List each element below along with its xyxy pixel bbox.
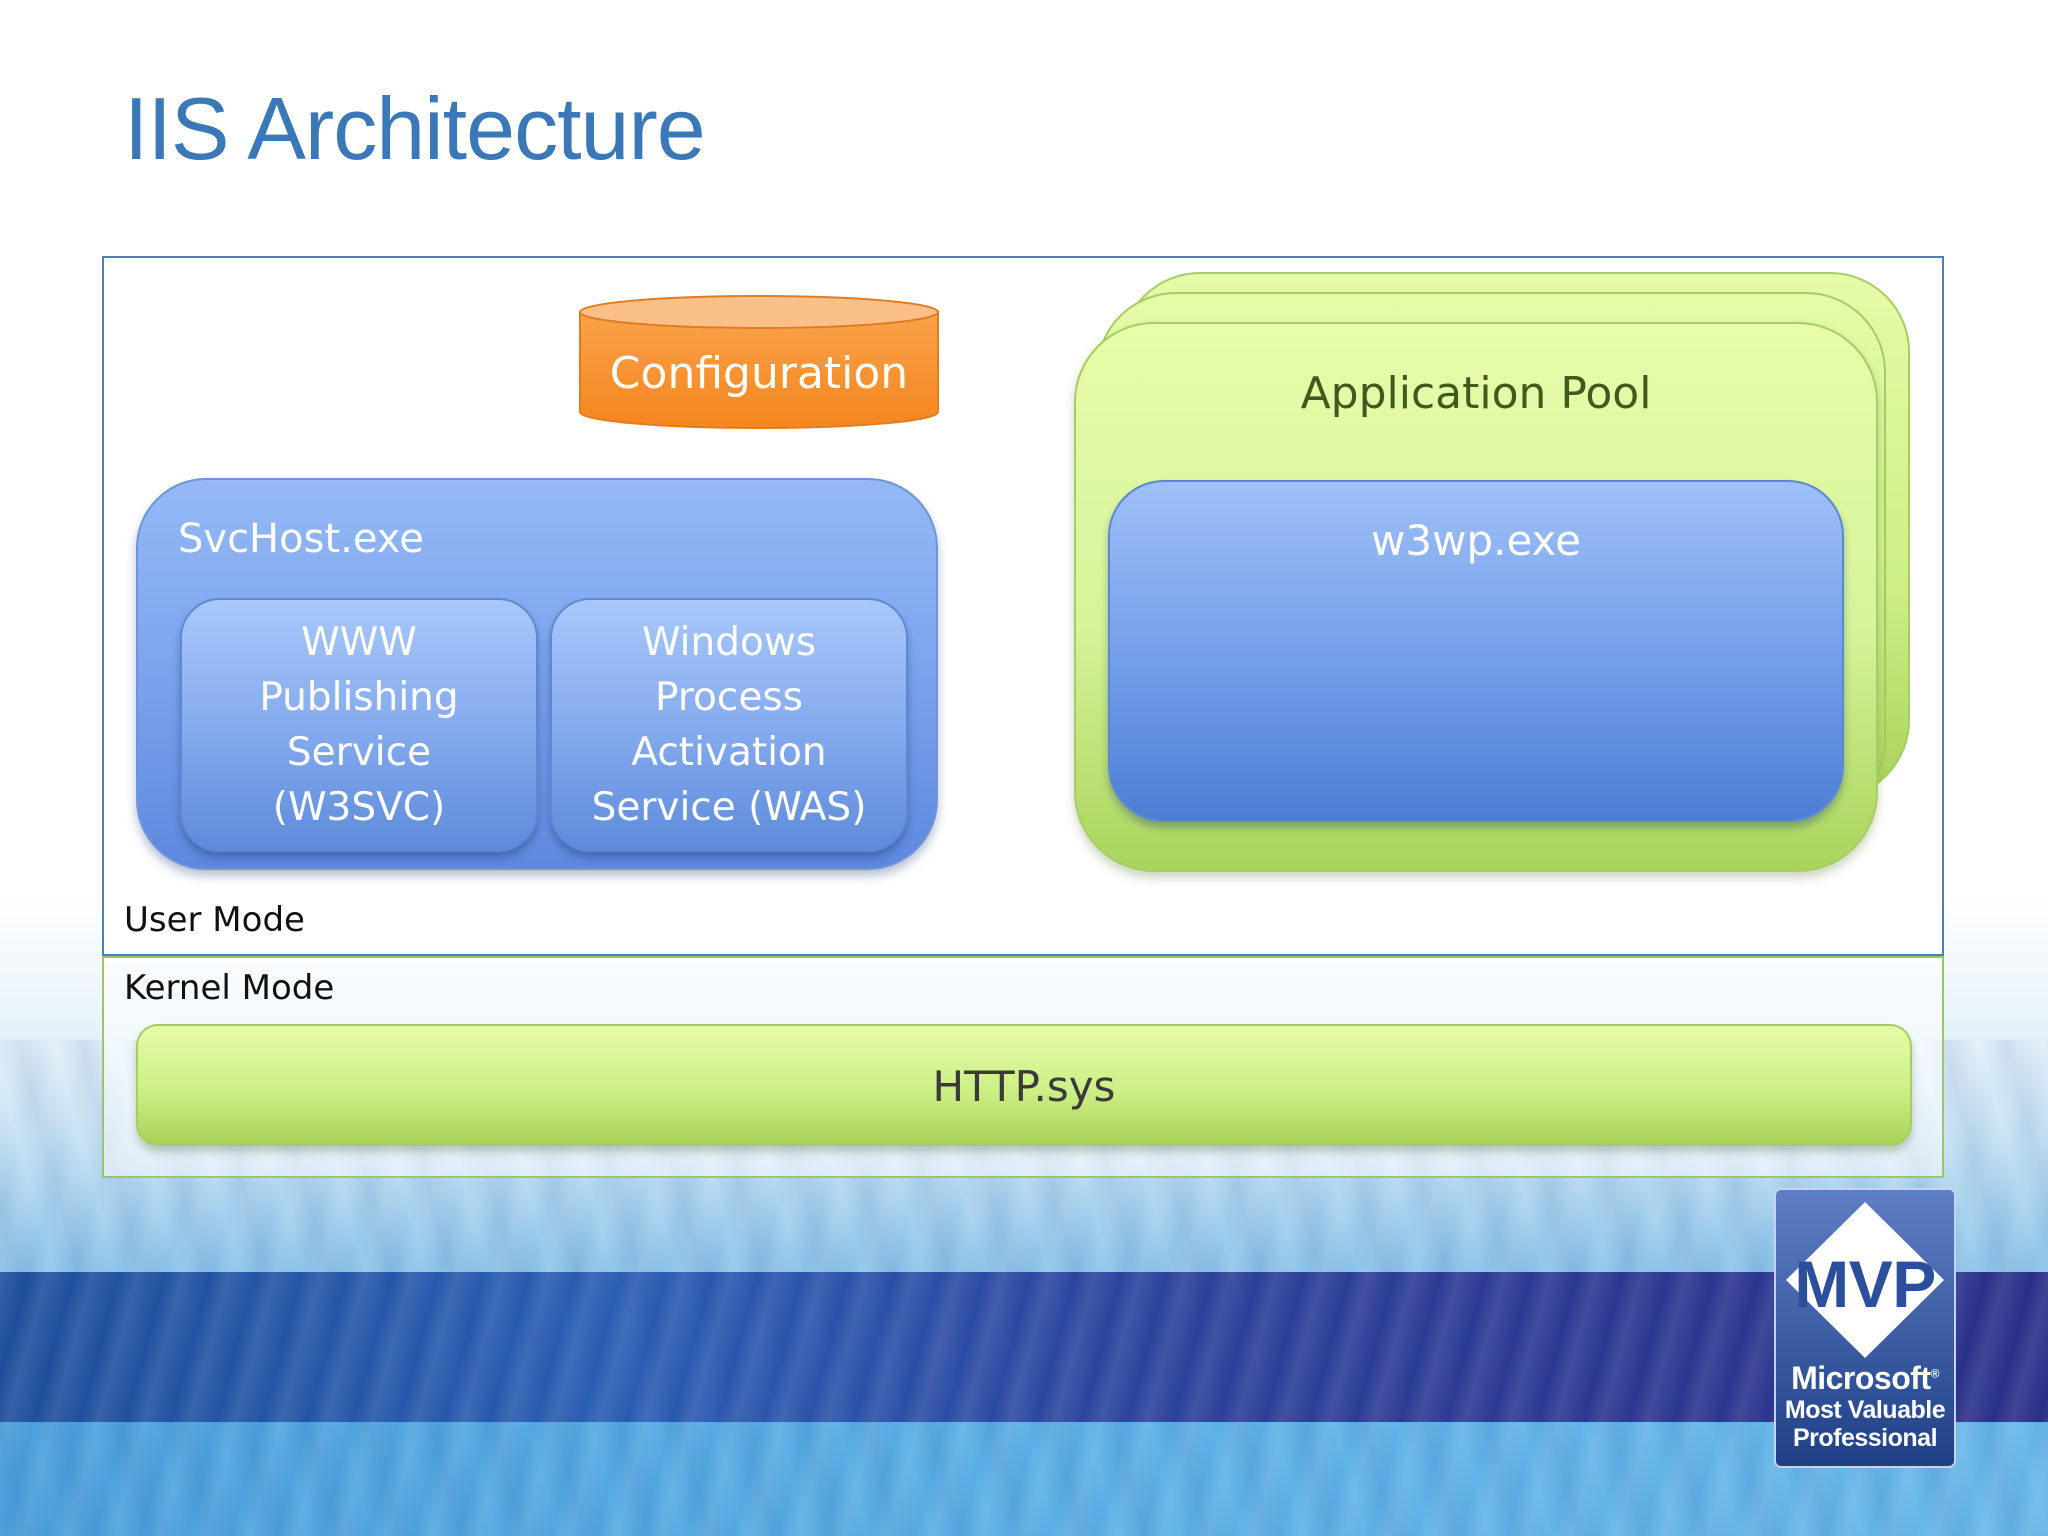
was-service: Windows Process Activation Service (WAS): [550, 598, 908, 852]
mvp-abbr: MVP: [1794, 1247, 1936, 1321]
svchost-process: SvcHost.exe WWW Publishing Service (W3SV…: [136, 478, 938, 870]
http-sys-driver: HTTP.sys: [136, 1024, 1912, 1146]
background-band-lower: [0, 1422, 2048, 1536]
mvp-registered-mark: ®: [1930, 1366, 1940, 1381]
mvp-badge-shape: [1774, 1188, 1956, 1468]
user-mode-label: User Mode: [124, 900, 305, 940]
mvp-logo: MVP Microsoft® Most Valuable Professiona…: [1774, 1188, 1956, 1468]
kernel-mode-label: Kernel Mode: [124, 968, 335, 1008]
was-label: Windows Process Activation Service (WAS): [591, 620, 867, 830]
configuration-store: Configuration: [578, 294, 940, 434]
svchost-label: SvcHost.exe: [178, 516, 424, 562]
w3svc-service: WWW Publishing Service (W3SVC): [180, 598, 538, 852]
cylinder-shape: [579, 295, 939, 429]
mvp-microsoft: Microsoft®: [1774, 1360, 1956, 1397]
background-band: [0, 1272, 2048, 1422]
mvp-microsoft-text: Microsoft: [1791, 1360, 1931, 1396]
application-pool-label: Application Pool: [1300, 368, 1652, 419]
configuration-label: Configuration: [609, 348, 909, 399]
mvp-professional: Professional: [1792, 1424, 1938, 1452]
w3svc-label: WWW Publishing Service (W3SVC): [259, 620, 459, 830]
mvp-most-valuable: Most Valuable: [1784, 1396, 1946, 1424]
w3wp-label: w3wp.exe: [1371, 516, 1581, 565]
http-sys-label: HTTP.sys: [932, 1062, 1116, 1111]
w3wp-worker-process: w3wp.exe: [1108, 480, 1844, 822]
slide-title: IIS Architecture: [124, 79, 706, 178]
